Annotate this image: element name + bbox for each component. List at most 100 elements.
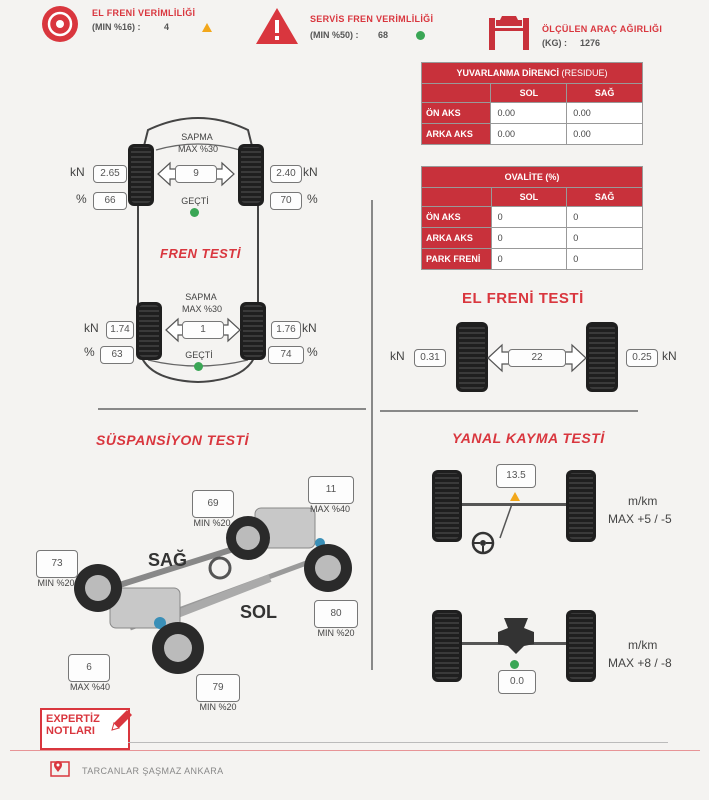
side-slip-rear-limit: MAX +8 / -8 bbox=[608, 656, 672, 670]
front-status: GEÇTİ bbox=[181, 196, 209, 206]
front-left-kn-unit: kN bbox=[70, 165, 85, 179]
side-slip-front-unit: m/km bbox=[628, 494, 658, 508]
rear-check-icon bbox=[194, 362, 203, 371]
rear-right-tyre bbox=[240, 302, 266, 360]
rolling-resistance-title: YUVARLANMA DİRENCİ (RESIDUE) bbox=[421, 62, 643, 84]
suspension-value-box: 6 bbox=[68, 654, 110, 682]
suspension-left-side-label: SOL bbox=[240, 602, 278, 622]
rear-status: GEÇTİ bbox=[185, 350, 213, 360]
rear-left-tyre bbox=[136, 302, 162, 360]
front-check-icon bbox=[190, 208, 199, 217]
hand-brake-right-kn-unit: kN bbox=[662, 349, 677, 363]
suspension-value-box: 69 bbox=[192, 490, 234, 518]
side-slip-front-limit: MAX +5 / -5 bbox=[608, 512, 672, 526]
front-right-kn-unit: kN bbox=[303, 165, 318, 179]
notes-line bbox=[128, 742, 668, 743]
front-right-tyre bbox=[238, 144, 264, 206]
horizontal-divider-left bbox=[98, 408, 366, 410]
service-brake-efficiency-title: SERVİS FREN VERİMLİLİĞİ bbox=[310, 14, 434, 24]
front-axle-line bbox=[462, 503, 566, 506]
side-slip-front-right-tyre bbox=[566, 470, 596, 542]
rear-max-label: MAX %30 bbox=[181, 304, 223, 314]
side-slip-front-value: 13.5 bbox=[496, 464, 536, 488]
front-left-kn: 2.65 bbox=[93, 165, 127, 183]
col-left: SOL bbox=[490, 83, 568, 103]
suspension-right-side-label: SAĞ bbox=[148, 550, 188, 570]
notes-label-line1: EXPERTİZ bbox=[46, 713, 100, 725]
suspension-limit-label: MIN %20 bbox=[199, 702, 237, 712]
front-sapma-label: SAPMA bbox=[181, 132, 213, 142]
side-slip-front-left-tyre bbox=[432, 470, 462, 542]
hand-brake-left-kn-unit: kN bbox=[390, 349, 405, 363]
suspension-test-title: SÜSPANSİYON TESTİ bbox=[96, 432, 249, 448]
front-right-kn: 2.40 bbox=[270, 165, 302, 183]
service-brake-efficiency-min: (MIN %50) : bbox=[310, 30, 359, 40]
steering-wheel-icon bbox=[470, 530, 496, 561]
horizontal-divider-right bbox=[380, 410, 638, 412]
hand-brake-right-tyre bbox=[586, 322, 618, 392]
side-slip-test-title: YANAL KAYMA TESTİ bbox=[452, 430, 605, 446]
brake-test-title: FREN TESTİ bbox=[160, 246, 241, 261]
service-brake-efficiency-value: 68 bbox=[378, 30, 389, 40]
col-left: SOL bbox=[490, 187, 568, 207]
hand-brake-diff-value: 22 bbox=[508, 349, 566, 367]
col-right: SAĞ bbox=[566, 187, 643, 207]
rear-left-pct: 63 bbox=[100, 346, 134, 364]
col-right: SAĞ bbox=[566, 83, 643, 103]
rear-left-pct-unit: % bbox=[84, 345, 95, 359]
suspension-chassis-diagram bbox=[70, 488, 360, 693]
suspension-value-box: 11 bbox=[308, 476, 354, 504]
notes-label-line2: NOTLARI bbox=[46, 725, 95, 737]
hand-brake-right-kn: 0.25 bbox=[626, 349, 658, 367]
front-left-pct-unit: % bbox=[76, 192, 87, 206]
front-max-label: MAX %30 bbox=[177, 144, 219, 154]
front-right-pct: 70 bbox=[270, 192, 302, 210]
rear-right-kn-unit: kN bbox=[302, 321, 317, 335]
expertise-notes-badge: EXPERTİZ NOTLARI bbox=[40, 708, 130, 750]
warning-icon bbox=[202, 23, 212, 32]
differential-icon bbox=[494, 616, 538, 661]
side-slip-rear-value: 0.0 bbox=[498, 670, 536, 694]
rear-left-kn-unit: kN bbox=[84, 321, 99, 335]
vertical-divider bbox=[371, 200, 373, 670]
suspension-value-box: 79 bbox=[196, 674, 240, 702]
hand-brake-test-title: EL FRENİ TESTİ bbox=[462, 290, 584, 307]
hand-brake-left-tyre bbox=[456, 322, 488, 392]
ovality-title: OVALİTE (%) bbox=[421, 166, 643, 188]
car-lift-icon bbox=[486, 8, 532, 55]
suspension-limit-label: MAX %40 bbox=[309, 504, 351, 514]
hand-brake-efficiency-title: EL FRENİ VERİMLİLİĞİ bbox=[92, 8, 196, 18]
check-icon bbox=[510, 660, 519, 669]
warning-icon bbox=[510, 492, 520, 501]
side-slip-rear-right-tyre bbox=[566, 610, 596, 682]
check-icon bbox=[416, 31, 425, 40]
rear-right-pct-unit: % bbox=[307, 345, 318, 359]
side-slip-rear-left-tyre bbox=[432, 610, 462, 682]
footer-separator bbox=[10, 750, 700, 751]
brake-disc-icon bbox=[42, 6, 78, 42]
footer-address: TARCANLAR ŞAŞMAZ ANKARA bbox=[82, 766, 224, 776]
front-left-tyre bbox=[128, 144, 154, 206]
vehicle-weight-value: 1276 bbox=[580, 38, 601, 48]
suspension-limit-label: MAX %40 bbox=[69, 682, 111, 692]
hand-brake-left-kn: 0.31 bbox=[414, 349, 446, 367]
vehicle-weight-unit: (KG) : bbox=[542, 38, 567, 48]
pencil-icon bbox=[108, 708, 134, 739]
suspension-value-box: 73 bbox=[36, 550, 78, 578]
location-icon bbox=[50, 758, 72, 785]
steering-column bbox=[496, 503, 516, 545]
suspension-limit-label: MIN %20 bbox=[193, 518, 231, 528]
vehicle-weight-title: ÖLÇÜLEN ARAÇ AĞIRLIĞI bbox=[542, 24, 663, 34]
suspension-limit-label: MIN %20 bbox=[317, 628, 355, 638]
rear-deviation-value: 1 bbox=[182, 321, 224, 339]
rear-right-kn: 1.76 bbox=[271, 321, 301, 339]
front-left-pct: 66 bbox=[93, 192, 127, 210]
warning-triangle-icon bbox=[254, 6, 300, 51]
hand-brake-efficiency-min: (MIN %16) : bbox=[92, 22, 141, 32]
